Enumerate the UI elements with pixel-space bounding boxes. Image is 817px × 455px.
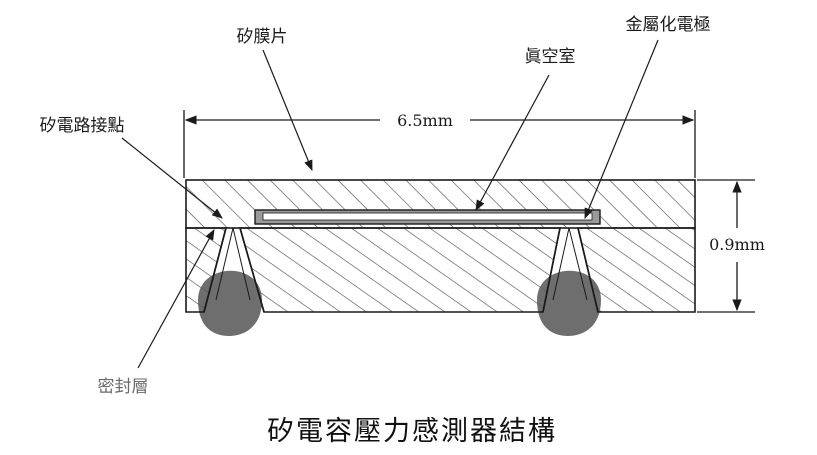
sealing-bump-left [198, 270, 262, 336]
label-silicon-contact: 矽電路接點 [40, 116, 125, 136]
vacuum-chamber [262, 212, 593, 221]
sealing-bump-right [537, 270, 601, 336]
dimension-width: 6.5mm [183, 110, 696, 178]
dimension-width-label: 6.5mm [397, 111, 453, 130]
leader-contact [121, 137, 223, 219]
via-right [542, 227, 599, 313]
label-sealing-layer: 密封層 [98, 377, 149, 397]
dimension-height-label: 0.9mm [709, 235, 765, 254]
leader-membrane [262, 49, 313, 171]
bottom-substrate [185, 227, 696, 313]
leader-sealing [137, 229, 215, 369]
label-vacuum-chamber: 眞空室 [525, 47, 576, 67]
label-silicon-membrane: 矽膜片 [237, 27, 288, 47]
leader-electrode [584, 39, 659, 219]
label-metal-electrode: 金屬化電極 [626, 15, 711, 35]
via-left [203, 227, 265, 313]
dimension-height: 0.9mm [697, 179, 765, 313]
figure-caption: 矽電容壓力感測器結構 [267, 416, 557, 447]
leader-vacuum [475, 74, 550, 211]
